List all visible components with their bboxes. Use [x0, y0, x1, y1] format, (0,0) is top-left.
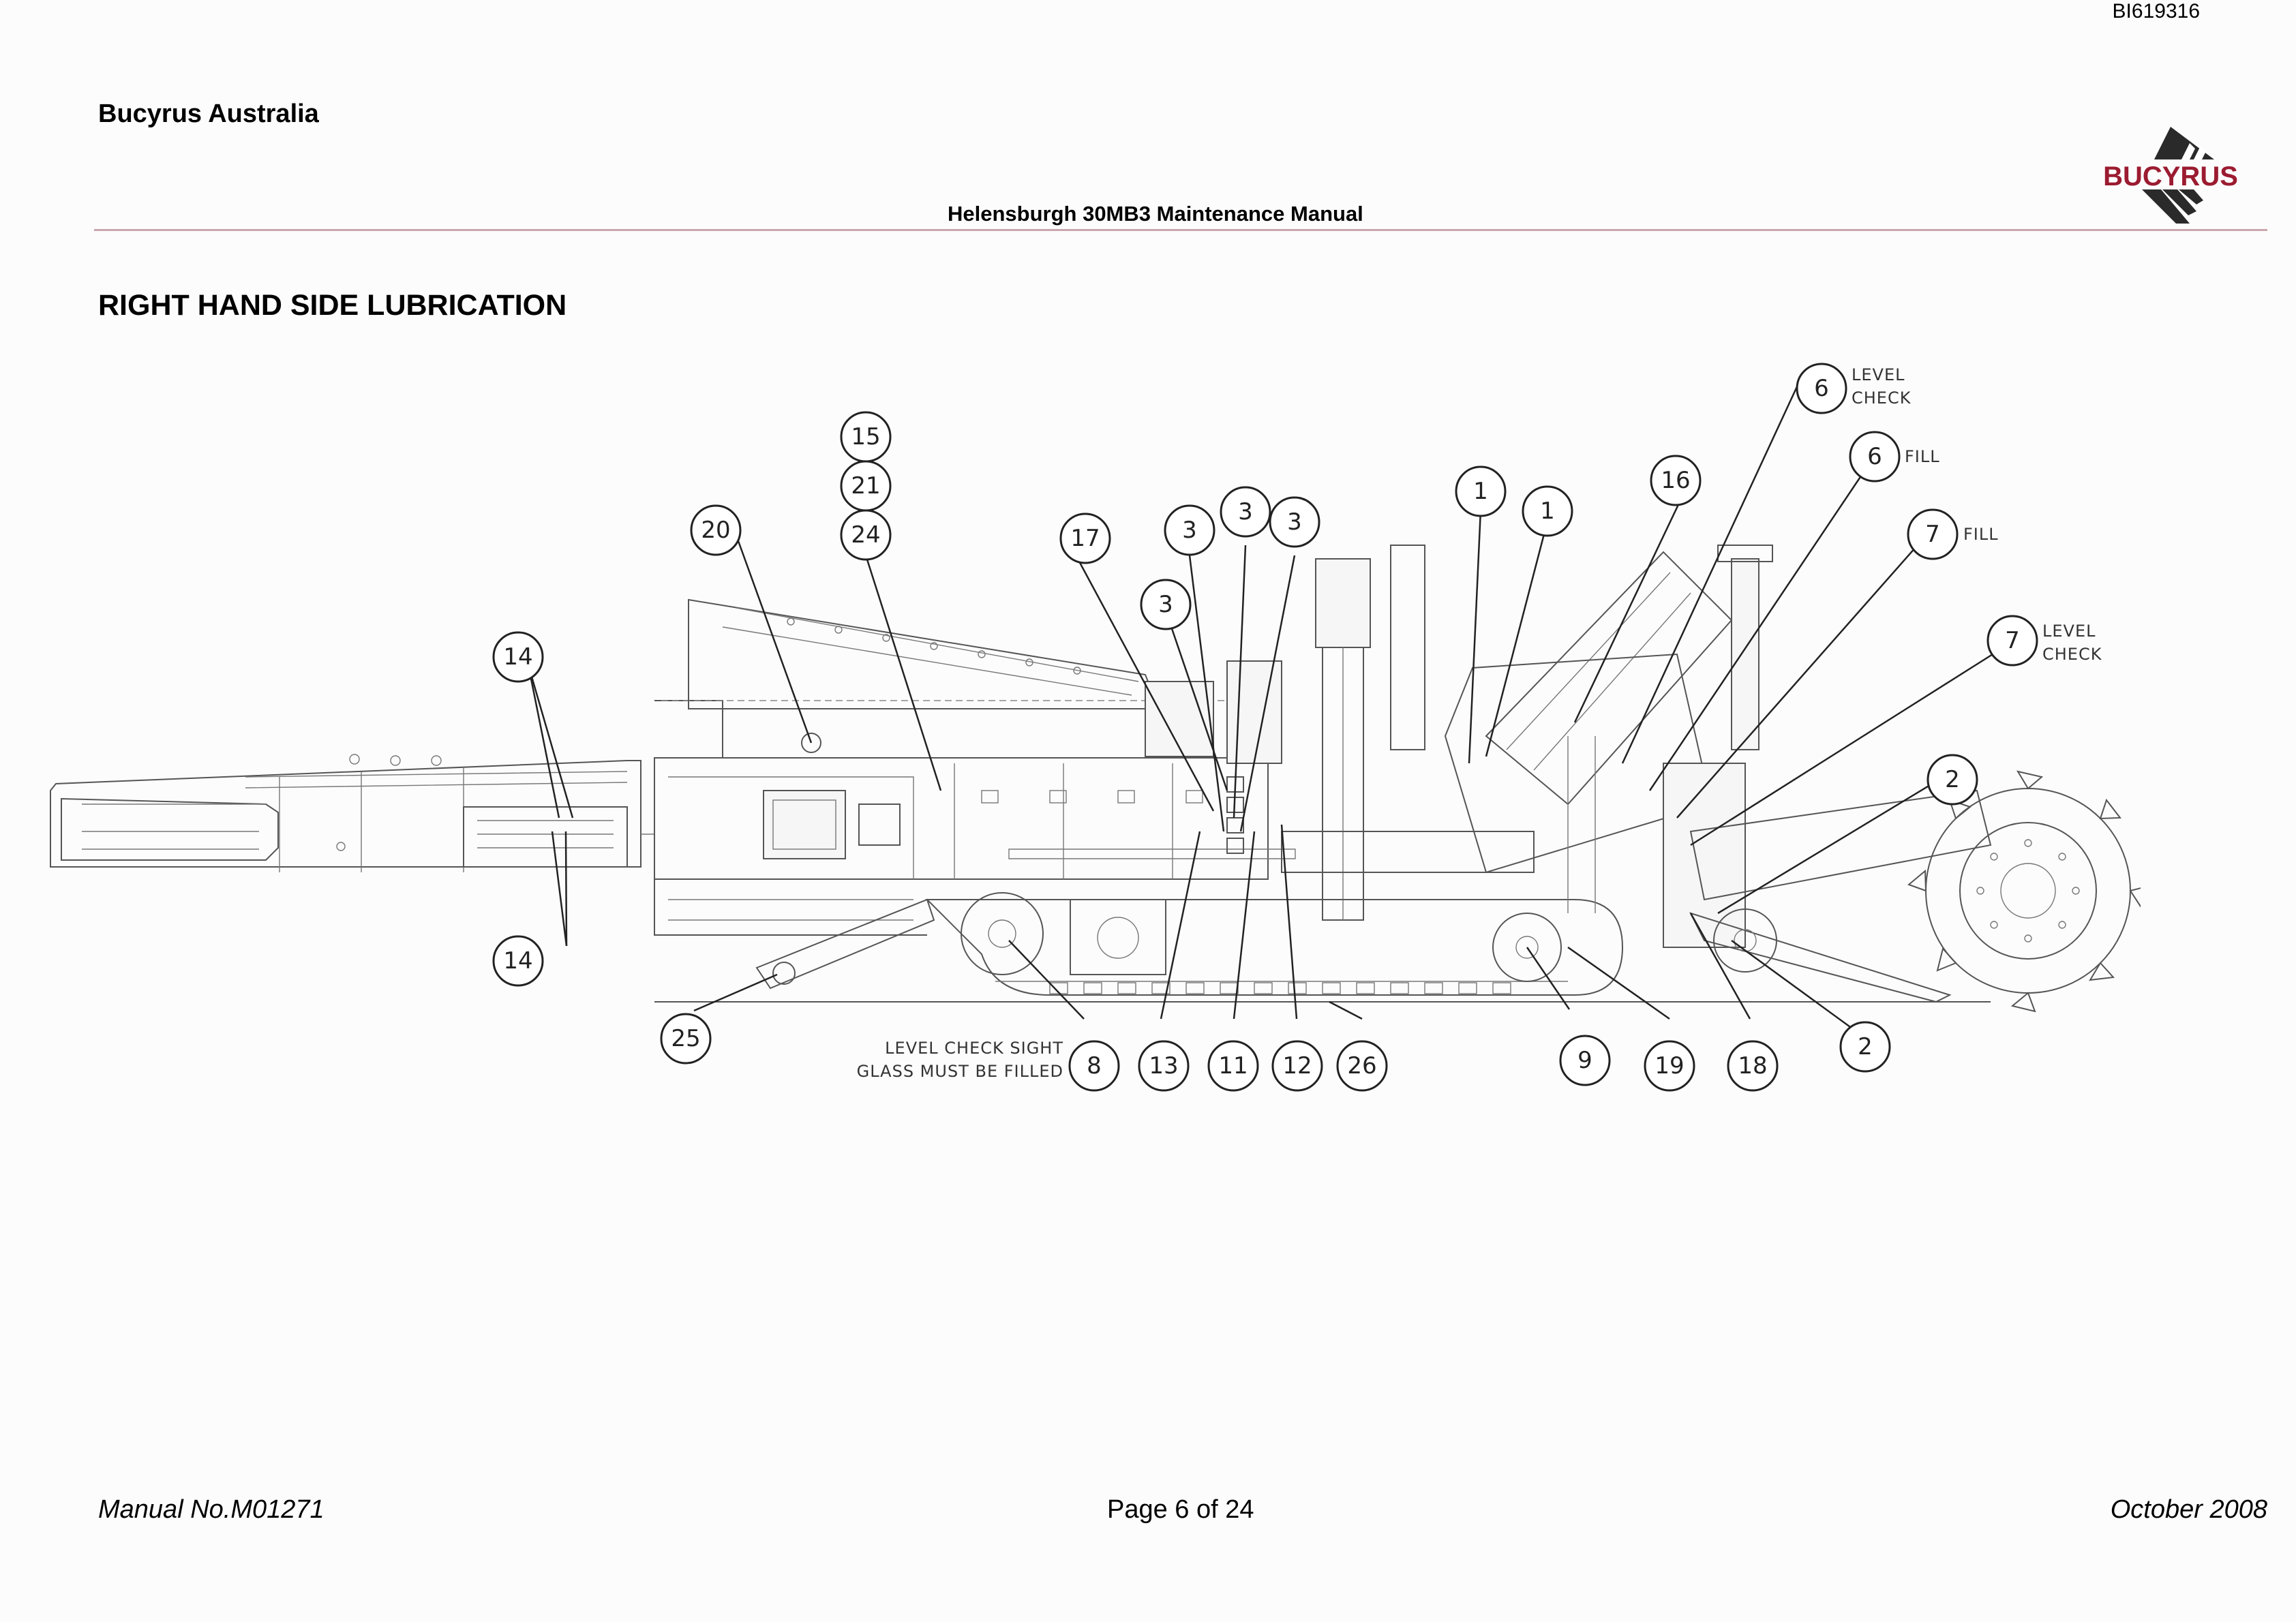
callout-24: 24: [840, 509, 892, 561]
machine-drawing: [50, 545, 2141, 1013]
callout-26: 26: [1336, 1040, 1388, 1092]
svg-text:11: 11: [1218, 1052, 1248, 1080]
svg-text:3: 3: [1287, 508, 1302, 536]
svg-text:25: 25: [671, 1025, 700, 1052]
callout-15: 15: [840, 411, 892, 463]
callout-7-fill: 7: [1907, 508, 1959, 560]
note-6-fill: FILL: [1905, 447, 1940, 466]
callout-11: 11: [1207, 1040, 1259, 1092]
callout-3-a: 3: [1164, 504, 1215, 556]
svg-text:15: 15: [851, 423, 880, 450]
svg-text:18: 18: [1738, 1052, 1767, 1080]
callout-7-level: 7: [1987, 615, 2038, 667]
callout-17: 17: [1059, 512, 1111, 564]
callout-3-d: 3: [1140, 579, 1192, 630]
callout-3-b: 3: [1220, 486, 1271, 538]
logo-mountain-icon: [2142, 127, 2214, 224]
svg-text:20: 20: [701, 517, 730, 544]
callout-3-c: 3: [1269, 496, 1320, 548]
note-7-level-check-line2: CHECK: [2042, 645, 2102, 664]
svg-text:16: 16: [1661, 467, 1690, 494]
svg-text:6: 6: [1814, 375, 1829, 402]
footer-date: October 2008: [2110, 1495, 2267, 1524]
callout-19: 19: [1644, 1040, 1695, 1092]
callout-16: 16: [1650, 455, 1702, 506]
note-6-level-check-line2: CHECK: [1852, 388, 1912, 408]
callout-12: 12: [1271, 1040, 1323, 1092]
svg-text:7: 7: [1925, 521, 1940, 548]
svg-text:7: 7: [2005, 627, 2020, 654]
svg-text:3: 3: [1158, 591, 1173, 618]
svg-text:21: 21: [851, 472, 880, 500]
note-6-level-check-line1: LEVEL: [1852, 365, 1905, 384]
svg-text:12: 12: [1282, 1052, 1312, 1080]
svg-text:24: 24: [851, 521, 880, 549]
svg-text:6: 6: [1867, 443, 1882, 470]
section-heading: RIGHT HAND SIDE LUBRICATION: [98, 289, 567, 322]
callout-18: 18: [1727, 1040, 1779, 1092]
svg-text:26: 26: [1347, 1052, 1376, 1080]
note-7-level-check-line1: LEVEL: [2042, 622, 2096, 641]
company-name: Bucyrus Australia: [98, 100, 319, 128]
svg-text:17: 17: [1070, 525, 1100, 552]
svg-text:1: 1: [1540, 498, 1555, 525]
svg-text:19: 19: [1655, 1052, 1684, 1080]
svg-text:14: 14: [503, 947, 532, 975]
leader-lines: [527, 383, 2012, 1032]
footer-page-number: Page 6 of 24: [1107, 1495, 1254, 1524]
svg-text:3: 3: [1238, 498, 1253, 525]
svg-text:2: 2: [1945, 766, 1960, 793]
callout-14-bottom: 14: [492, 935, 544, 987]
callout-2-a: 2: [1927, 754, 1978, 806]
diagram-notes: LEVEL CHECK FILL FILL LEVEL CHECK LEVEL …: [857, 365, 2102, 1081]
callout-13: 13: [1138, 1040, 1190, 1092]
svg-text:8: 8: [1087, 1052, 1102, 1080]
document-id: BI619316: [2112, 0, 2200, 22]
svg-text:13: 13: [1149, 1052, 1178, 1080]
header-divider: [94, 229, 2267, 231]
footer-manual-number: Manual No.M01271: [98, 1495, 324, 1524]
callout-20: 20: [690, 504, 742, 556]
svg-text:14: 14: [503, 643, 532, 671]
note-7-fill: FILL: [1963, 525, 1999, 544]
callout-14-top: 14: [492, 631, 544, 683]
bucyrus-logo: BUCYRUS: [2103, 127, 2238, 224]
manual-title: Helensburgh 30MB3 Maintenance Manual: [948, 202, 1363, 226]
callout-8: 8: [1068, 1040, 1120, 1092]
lubrication-diagram: 15 21 24 20 14 14 17 3 3 3 3 1 1 16 6 6 …: [50, 363, 2141, 1092]
svg-text:9: 9: [1577, 1047, 1592, 1074]
callouts: 15 21 24 20 14 14 17 3 3 3 3 1 1 16 6 6 …: [492, 363, 2038, 1092]
callout-6-fill: 6: [1849, 431, 1901, 483]
svg-text:1: 1: [1473, 478, 1488, 505]
callout-21: 21: [840, 460, 892, 512]
note-sight-glass-line1: LEVEL CHECK SIGHT: [885, 1039, 1063, 1058]
callout-2-b: 2: [1839, 1021, 1891, 1073]
callout-9: 9: [1559, 1035, 1611, 1086]
svg-text:3: 3: [1182, 517, 1197, 544]
callout-1-b: 1: [1522, 485, 1573, 537]
callout-25: 25: [660, 1013, 712, 1065]
logo-wordmark: BUCYRUS: [2103, 162, 2238, 192]
callout-6-level: 6: [1796, 363, 1847, 414]
note-sight-glass-line2: GLASS MUST BE FILLED: [857, 1062, 1063, 1081]
callout-1-a: 1: [1455, 465, 1507, 517]
svg-text:2: 2: [1858, 1033, 1873, 1060]
